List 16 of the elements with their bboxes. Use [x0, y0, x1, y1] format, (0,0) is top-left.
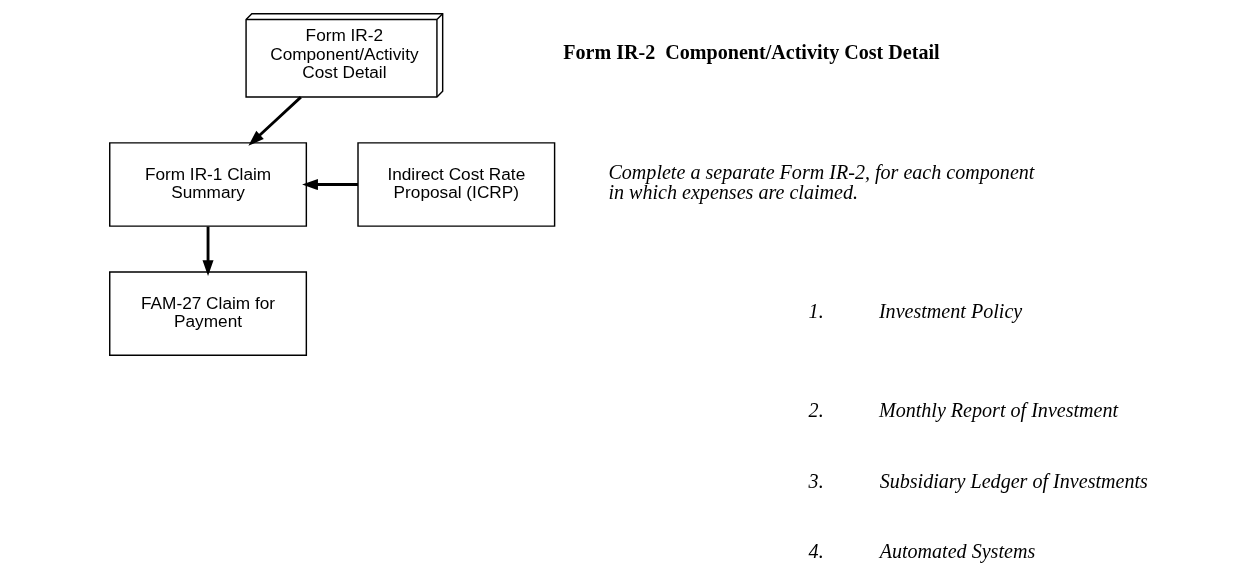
- arrow: [302, 179, 358, 191]
- node-box: FAM-27 Claim for Payment: [109, 271, 308, 356]
- node-box: Form IR-1 Claim Summary: [109, 142, 308, 227]
- label: Investment Policy: [878, 299, 1023, 322]
- label: Subsidiary Ledger of Investments: [879, 469, 1148, 492]
- label: 1.: [808, 299, 824, 322]
- label: Form IR-2 Component/Activity Cost Detail: [563, 41, 940, 64]
- label: Monthly Report of Investment: [878, 399, 1119, 422]
- arrow: [248, 96, 302, 146]
- label: 4.: [808, 539, 824, 562]
- label: Automated Systems: [879, 539, 1036, 562]
- arrow: [202, 226, 214, 276]
- label: 3.: [808, 469, 824, 492]
- node-box: Indirect Cost Rate Proposal (ICRP): [357, 142, 556, 227]
- label: Complete a separate Form IR-2, for each component in which expenses are claimed.: [608, 161, 1035, 204]
- label: 2.: [808, 399, 824, 422]
